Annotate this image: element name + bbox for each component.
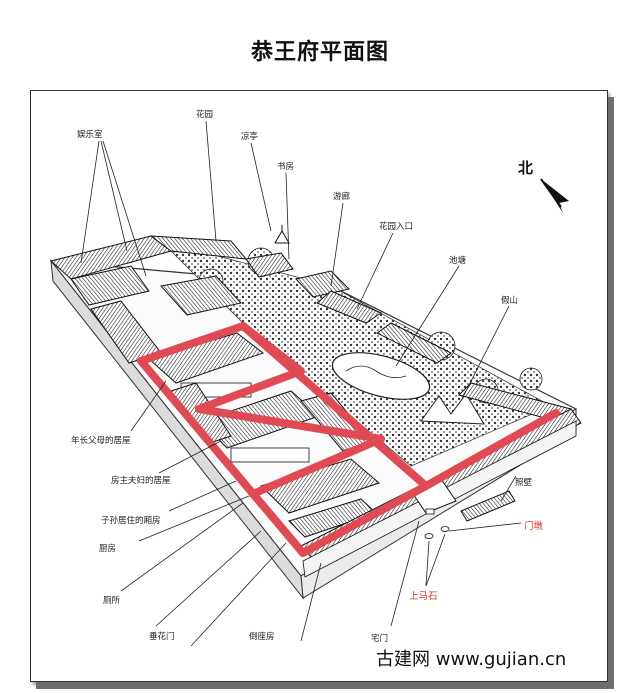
label-screen-wall: 照壁: [515, 477, 533, 488]
watermark: 古建网 www.gujian.cn: [376, 649, 566, 670]
label-mounting-stone: 上马石: [409, 591, 438, 602]
pond-shape: [331, 352, 431, 400]
label-garden: 花园: [196, 109, 213, 120]
north-indicator: 北: [518, 159, 569, 213]
front-row-buildings: [300, 408, 582, 578]
north-label: 北: [518, 159, 533, 177]
label-toilet: 厕所: [103, 595, 121, 606]
courtyard-highlight: [137, 322, 560, 557]
tree: [519, 367, 543, 391]
label-gate-pier: 门墩: [524, 520, 544, 532]
west-buildings: [70, 265, 242, 364]
gate-pier-shape: [425, 508, 435, 515]
label-study: 书房: [277, 161, 294, 172]
siheyuan-diagram: 娱乐室 花园 凉亭 书房 游廊 花园入口 池塘 假山 年长父母的居屋 房主夫妇的…: [49, 109, 582, 670]
label-entertainment-room: 娱乐室: [77, 129, 103, 140]
label-house-gate: 宅门: [371, 633, 388, 644]
label-rockery: 假山: [501, 295, 518, 306]
back-row-buildings: [49, 225, 573, 422]
screen-wall-shape: [460, 490, 516, 522]
label-pavilion: 凉亭: [241, 131, 258, 142]
rockery-shape: [420, 393, 485, 425]
label-pond: 池塘: [449, 255, 467, 266]
label-hanging-flower-gate: 垂花门: [149, 631, 175, 642]
label-corridor: 游廊: [333, 191, 351, 202]
pavilion-roof: [274, 230, 290, 244]
diagram-frame: 娱乐室 花园 凉亭 书房 游廊 花园入口 池塘 假山 年长父母的居屋 房主夫妇的…: [30, 90, 608, 682]
leader-lines: [80, 120, 522, 647]
label-south-room: 倒座房: [249, 631, 275, 642]
page-title: 恭王府平面图: [250, 40, 389, 65]
label-master-room: 房主夫妇的居屋: [111, 475, 171, 486]
label-elders-room: 年长父母的居屋: [71, 435, 131, 446]
labels: 娱乐室 花园 凉亭 书房 游廊 花园入口 池塘 假山 年长父母的居屋 房主夫妇的…: [71, 109, 544, 644]
label-children-room: 子孙居住的厢房: [101, 515, 161, 526]
label-garden-entrance: 花园入口: [379, 221, 413, 232]
label-kitchen: 厨房: [99, 543, 116, 554]
